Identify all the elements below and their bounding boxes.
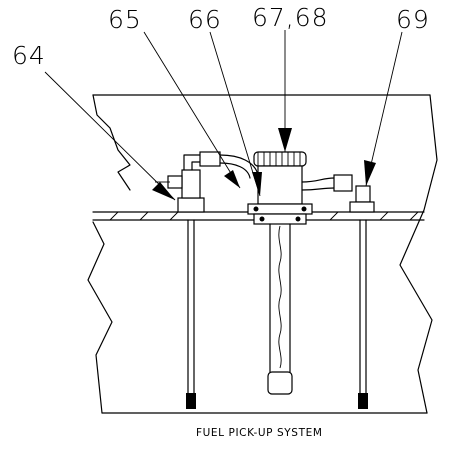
center-pump-assembly (247, 151, 313, 395)
arrow-67-68 (278, 128, 292, 152)
callout-65: 65 (108, 5, 142, 34)
tank-outline (87, 94, 438, 414)
right-fitting (301, 174, 375, 409)
callout-66: 66 (188, 5, 222, 34)
hose-elbow (183, 151, 259, 179)
callout-69: 69 (396, 5, 430, 34)
callout-labels: 64 65 66 67,68 69 (12, 3, 430, 70)
arrow-64 (152, 182, 175, 200)
callout-64: 64 (12, 41, 46, 70)
callout-67-68: 67,68 (252, 3, 329, 32)
left-fitting (155, 169, 205, 409)
callout-leaders (44, 30, 403, 201)
arrow-65 (224, 170, 240, 188)
diagram-caption: FUEL PICK-UP SYSTEM (196, 427, 323, 439)
arrow-69 (364, 160, 376, 186)
arrow-66 (252, 172, 262, 196)
